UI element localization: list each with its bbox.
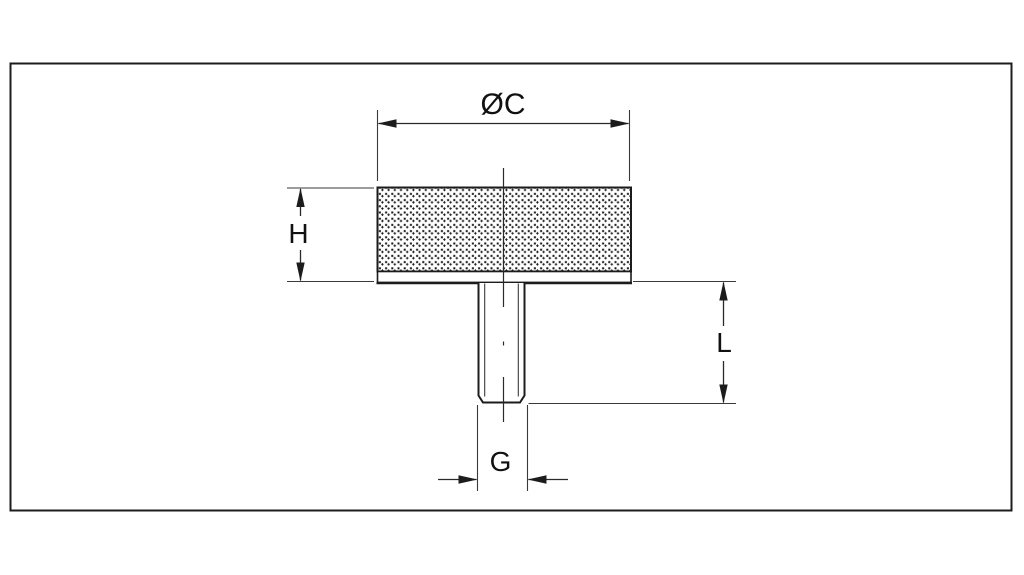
length-label: L xyxy=(716,327,732,358)
arrowhead-down xyxy=(719,384,728,404)
dimension-height: H xyxy=(287,187,374,283)
thread-label: G xyxy=(490,446,512,477)
drawing-frame xyxy=(9,62,1013,512)
part-view xyxy=(376,168,632,422)
arrowhead-right xyxy=(458,475,478,484)
dimension-length: L xyxy=(528,280,736,405)
diameter-label: ØC xyxy=(481,88,526,121)
arrowhead-right xyxy=(610,119,630,128)
rubber-block xyxy=(376,186,632,273)
dimension-thread: G xyxy=(438,405,568,491)
base-plate xyxy=(376,270,632,284)
arrowhead-left xyxy=(377,119,397,128)
dimension-diameter: ØC xyxy=(376,88,631,181)
arrowhead-left xyxy=(527,475,547,484)
threaded-stud xyxy=(477,283,526,404)
height-label: H xyxy=(288,218,308,249)
arrowhead-up xyxy=(296,188,305,207)
arrowhead-down xyxy=(296,262,305,282)
arrowhead-up xyxy=(719,281,728,301)
